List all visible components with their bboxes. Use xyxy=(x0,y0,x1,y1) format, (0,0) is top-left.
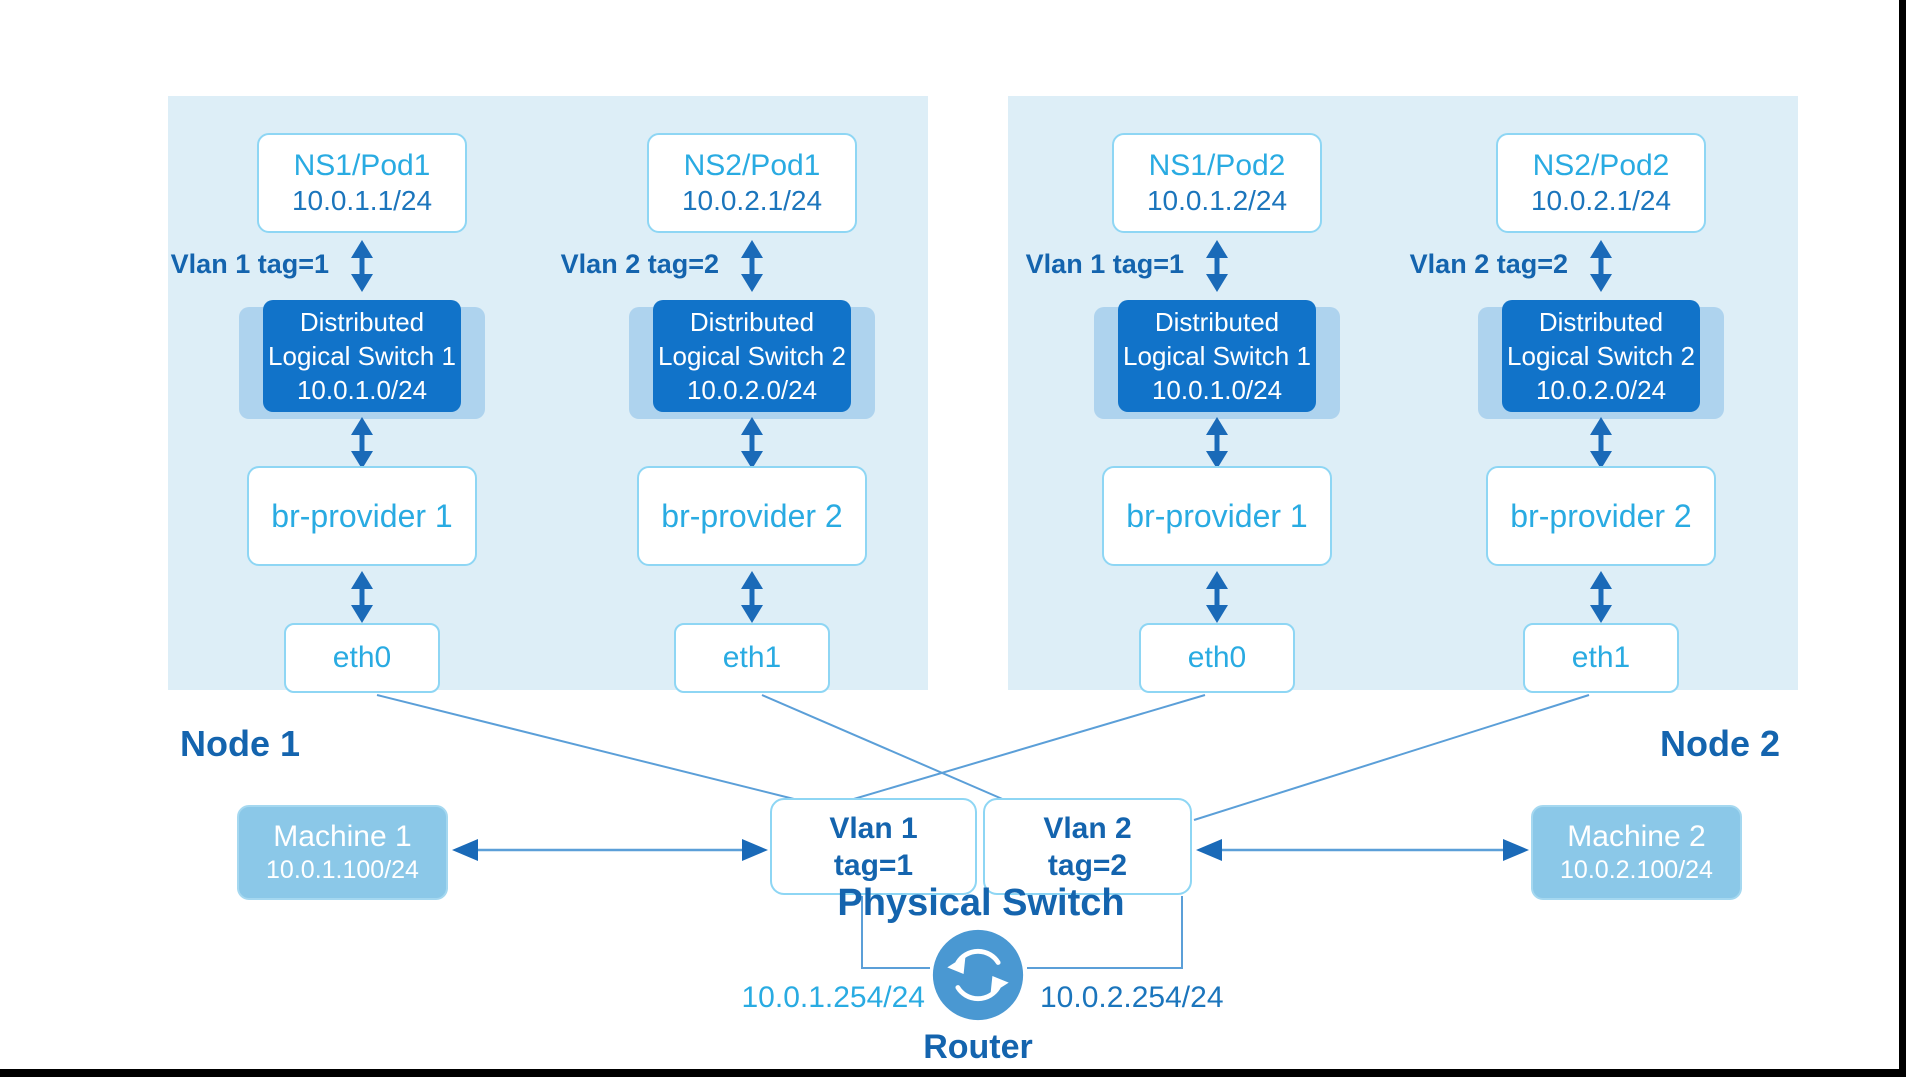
bridge-label: br-provider 2 xyxy=(661,497,843,534)
double-arrow-icon xyxy=(1206,240,1228,292)
bridge-label: br-provider 1 xyxy=(271,497,453,534)
vlan1-box: Vlan 1 tag=1 xyxy=(770,798,977,895)
double-arrow-icon xyxy=(741,571,763,623)
pod-ip: 10.0.1.2/24 xyxy=(1146,185,1288,216)
dls-line2: Logical Switch 1 xyxy=(1123,341,1311,371)
vlan2-box: Vlan 2 tag=2 xyxy=(983,798,1192,895)
router-left-ip: 10.0.1.254/24 xyxy=(741,981,925,1014)
node2-column1: NS1/Pod2 10.0.1.2/24 Vlan 1 tag=1 Distri… xyxy=(1026,133,1347,693)
machine-ip: 10.0.1.100/24 xyxy=(266,856,419,884)
double-arrow-icon xyxy=(741,240,763,292)
double-arrow-icon xyxy=(1206,417,1228,469)
pod-title: NS2/Pod2 xyxy=(1532,149,1670,182)
vlan-tag-label: Vlan 1 tag=1 xyxy=(170,249,329,279)
wire-node1-eth1-to-vlan2 xyxy=(761,694,1008,802)
router-right-ip: 10.0.2.254/24 xyxy=(1040,981,1224,1014)
dls-line1: Distributed xyxy=(299,307,425,337)
pod-ip: 10.0.1.1/24 xyxy=(291,185,433,216)
arrowhead-machine2 xyxy=(1503,839,1529,861)
dls-line1: Distributed xyxy=(689,307,815,337)
bridge-box: br-provider 2 xyxy=(1486,466,1716,566)
pod-ip: 10.0.2.1/24 xyxy=(681,185,823,216)
vlan2-line1: Vlan 2 xyxy=(1043,811,1132,845)
router-label: Router xyxy=(923,1028,1033,1066)
vlan-tag-label: Vlan 2 tag=2 xyxy=(560,249,719,279)
bridge-box: br-provider 1 xyxy=(1102,466,1332,566)
double-arrow-icon xyxy=(351,240,373,292)
physical-switch-label: Physical Switch xyxy=(837,882,1125,924)
eth-label: eth1 xyxy=(722,641,782,674)
double-arrow-icon xyxy=(1206,571,1228,623)
node1-column2: NS2/Pod1 10.0.2.1/24 Vlan 2 tag=2 Distri… xyxy=(561,133,882,693)
bridge-label: br-provider 1 xyxy=(1126,497,1308,534)
wire-vlan2-to-router xyxy=(1027,896,1183,969)
arrowhead-vlan1 xyxy=(742,839,768,861)
pod-title: NS2/Pod1 xyxy=(683,149,821,182)
vlan-tag-label: Vlan 1 tag=1 xyxy=(1025,249,1184,279)
double-arrow-icon xyxy=(1590,417,1612,469)
wire-vlan1-to-router xyxy=(861,896,930,969)
wire-node2-eth0-to-vlan1 xyxy=(846,694,1206,802)
bridge-box: br-provider 2 xyxy=(637,466,867,566)
machine2-box: Machine 2 10.0.2.100/24 xyxy=(1531,805,1742,900)
node2-label: Node 2 xyxy=(1660,723,1781,764)
pod-box-ns1-pod2: NS1/Pod2 10.0.1.2/24 xyxy=(1112,133,1322,233)
dls-box-2: Distributed Logical Switch 2 10.0.2.0/24 xyxy=(1502,300,1700,412)
dls-box-2: Distributed Logical Switch 2 10.0.2.0/24 xyxy=(653,300,851,412)
node1-column1: NS1/Pod1 10.0.1.1/24 Vlan 1 tag=1 Distri… xyxy=(171,133,492,693)
wire-node1-eth0-to-vlan1 xyxy=(376,694,803,802)
double-arrow-icon xyxy=(351,571,373,623)
dls-ip: 10.0.2.0/24 xyxy=(1535,375,1667,405)
dls-box-1: Distributed Logical Switch 1 10.0.1.0/24 xyxy=(263,300,461,412)
dls-box-1: Distributed Logical Switch 1 10.0.1.0/24 xyxy=(1118,300,1316,412)
dls-line1: Distributed xyxy=(1154,307,1280,337)
eth-label: eth1 xyxy=(1571,641,1631,674)
dls-line1: Distributed xyxy=(1538,307,1664,337)
dls-ip: 10.0.2.0/24 xyxy=(686,375,818,405)
pod-title: NS1/Pod1 xyxy=(293,149,431,182)
wire-node2-eth1-to-vlan2 xyxy=(1193,694,1590,821)
node2-column2: NS2/Pod2 10.0.2.1/24 Vlan 2 tag=2 Distri… xyxy=(1410,133,1731,693)
node1-label: Node 1 xyxy=(180,723,301,764)
bottom-edge-bar xyxy=(0,1069,1906,1077)
machine-title: Machine 2 xyxy=(1567,820,1706,853)
bridge-label: br-provider 2 xyxy=(1510,497,1692,534)
right-edge-bar xyxy=(1899,0,1906,1077)
eth-box: eth0 xyxy=(1139,623,1295,693)
eth-label: eth0 xyxy=(332,641,392,674)
vlan-tag-label: Vlan 2 tag=2 xyxy=(1409,249,1568,279)
dls-line2: Logical Switch 2 xyxy=(1507,341,1695,371)
arrowhead-machine1 xyxy=(452,839,478,861)
dls-line2: Logical Switch 1 xyxy=(268,341,456,371)
vlan1-line1: Vlan 1 xyxy=(829,811,918,845)
machine1-box: Machine 1 10.0.1.100/24 xyxy=(237,805,448,900)
machine-ip: 10.0.2.100/24 xyxy=(1560,856,1713,884)
pod-box-ns2-pod2: NS2/Pod2 10.0.2.1/24 xyxy=(1496,133,1706,233)
vlan2-line2: tag=2 xyxy=(1047,848,1128,882)
double-arrow-icon xyxy=(1590,240,1612,292)
pod-box-ns1-pod1: NS1/Pod1 10.0.1.1/24 xyxy=(257,133,467,233)
double-arrow-icon xyxy=(741,417,763,469)
machine-title: Machine 1 xyxy=(273,820,412,853)
dls-ip: 10.0.1.0/24 xyxy=(296,375,428,405)
dls-line2: Logical Switch 2 xyxy=(658,341,846,371)
pod-title: NS1/Pod2 xyxy=(1148,149,1286,182)
pod-box-ns2-pod1: NS2/Pod1 10.0.2.1/24 xyxy=(647,133,857,233)
double-arrow-icon xyxy=(1590,571,1612,623)
eth-box: eth1 xyxy=(1523,623,1679,693)
vlan1-line2: tag=1 xyxy=(833,848,914,882)
eth-box: eth0 xyxy=(284,623,440,693)
dls-ip: 10.0.1.0/24 xyxy=(1151,375,1283,405)
arrowhead-vlan2 xyxy=(1196,839,1222,861)
router-icon xyxy=(932,929,1024,1021)
bridge-box: br-provider 1 xyxy=(247,466,477,566)
pod-ip: 10.0.2.1/24 xyxy=(1530,185,1672,216)
double-arrow-icon xyxy=(351,417,373,469)
eth-label: eth0 xyxy=(1187,641,1247,674)
eth-box: eth1 xyxy=(674,623,830,693)
